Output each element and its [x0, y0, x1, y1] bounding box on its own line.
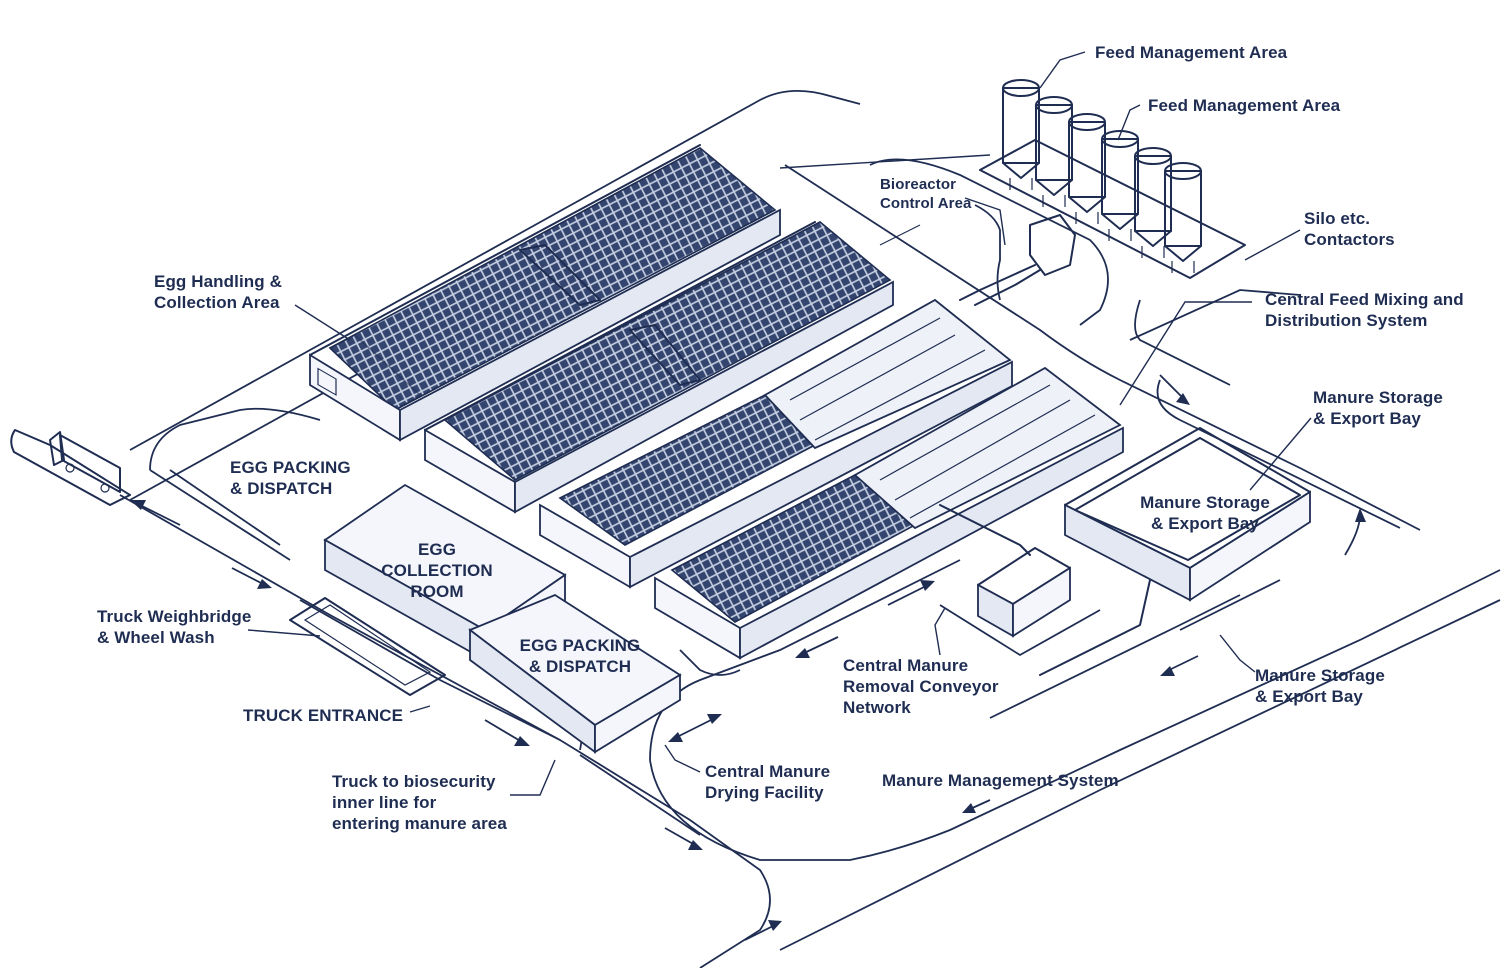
- label-egg-packing-bottom: EGG PACKING & DISPATCH: [519, 636, 641, 676]
- label-feed-management-area-1: Feed Management Area: [1095, 43, 1288, 62]
- label-manure-storage-inner: Manure Storage & Export Bay: [1140, 493, 1270, 533]
- label-central-manure-removal: Central Manure Removal Conveyor Network: [843, 656, 999, 717]
- feed-silos: [959, 79, 1246, 301]
- label-central-feed-mixing: Central Feed Mixing and Distribution Sys…: [1265, 290, 1464, 330]
- layer-house-2: [424, 221, 894, 514]
- truck: [10, 429, 131, 506]
- label-manure-storage-bottom: Manure Storage & Export Bay: [1255, 666, 1385, 706]
- label-truck-entrance: TRUCK ENTRANCE: [243, 706, 404, 725]
- label-egg-collection-room: EGG COLLECTION ROOM: [381, 540, 493, 601]
- label-egg-packing-top: EGG PACKING & DISPATCH: [230, 458, 351, 498]
- manure-drying-shed: [939, 504, 1071, 638]
- weighbridge: [289, 597, 446, 696]
- conveyor-lines: [879, 224, 1151, 676]
- leader-lines: [247, 51, 1312, 796]
- layer-house-1: [309, 144, 781, 442]
- layer-house-3: [539, 298, 1013, 589]
- label-bioreactor-control-area: Bioreactor Control Area: [880, 176, 972, 212]
- egg-building: [323, 483, 682, 754]
- traffic-arrows: [130, 374, 1366, 941]
- label-feed-management-area-2: Feed Management Area: [1148, 96, 1341, 115]
- label-egg-handling: Egg Handling & Collection Area: [154, 272, 282, 312]
- label-manure-storage-top: Manure Storage & Export Bay: [1313, 388, 1443, 428]
- label-truck-weighbridge: Truck Weighbridge & Wheel Wash: [97, 607, 252, 647]
- label-manure-management-system: Manure Management System: [882, 771, 1119, 790]
- label-silo-contactors: Silo etc. Contactors: [1304, 209, 1395, 249]
- layer-house-4: [654, 366, 1124, 660]
- label-central-manure-drying: Central Manure Drying Facility: [705, 762, 831, 802]
- manure-storage-bay: [1064, 427, 1311, 602]
- label-truck-biosecurity: Truck to biosecurity inner line for ente…: [332, 772, 507, 833]
